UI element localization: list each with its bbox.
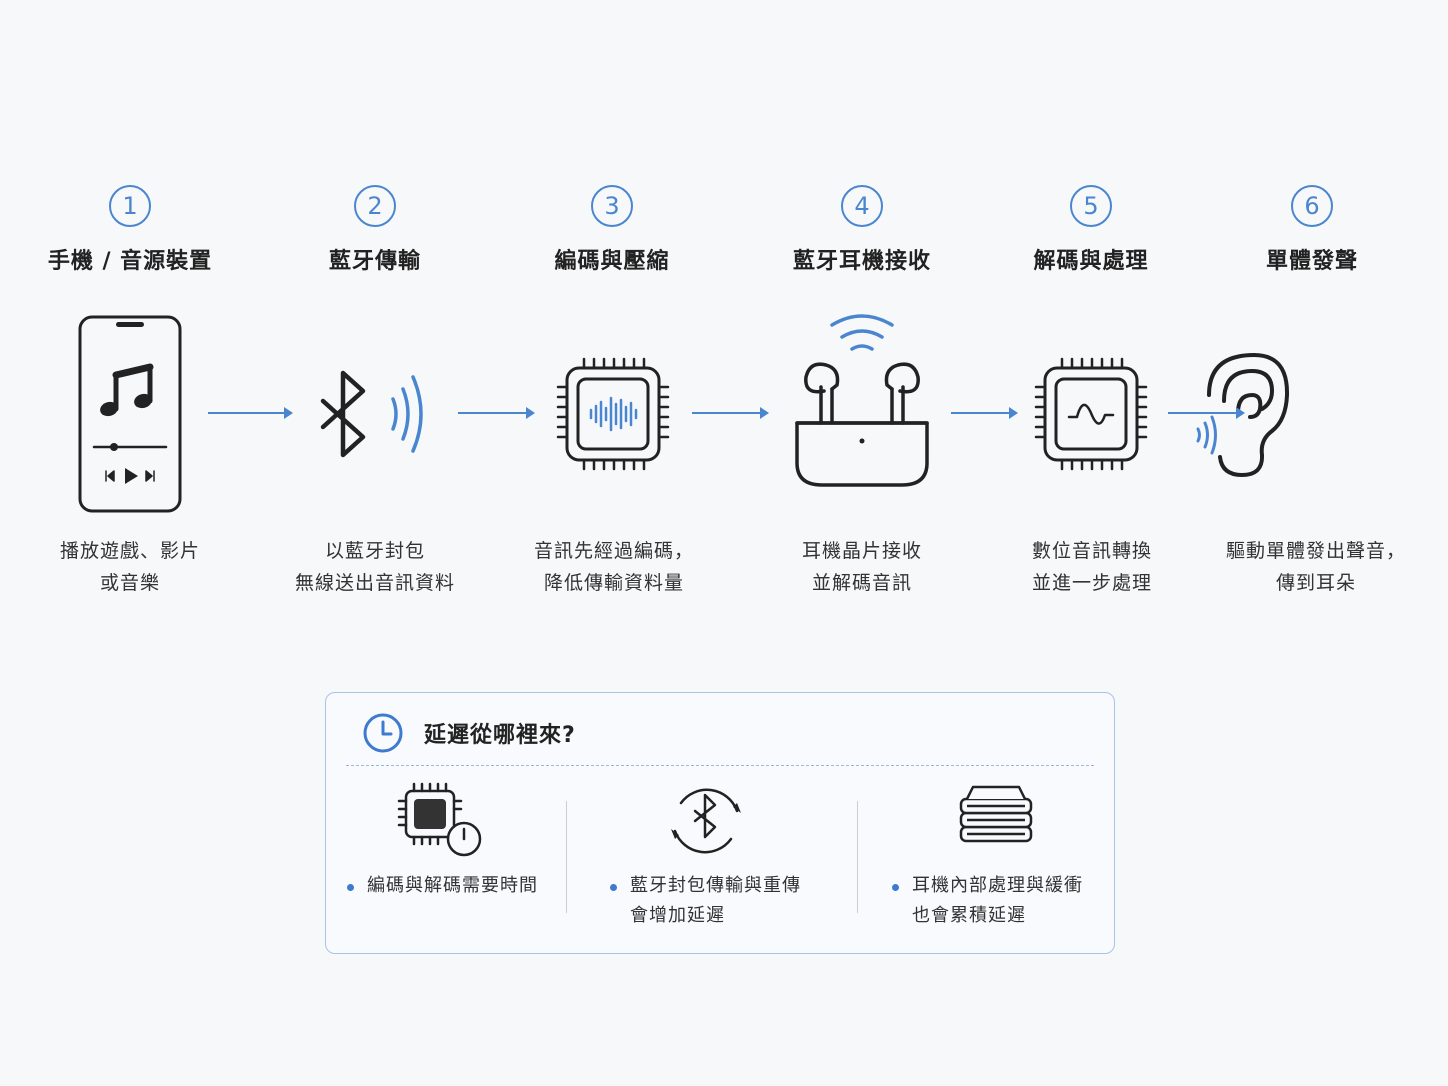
arrow-right-icon <box>208 407 293 419</box>
clock-icon <box>363 713 403 753</box>
step-title: 手機 / 音源裝置 <box>47 249 213 274</box>
reason-line: 藍牙封包傳輸與重傳 <box>630 875 801 896</box>
step-4: 4 藍牙耳機接收 <box>742 185 982 275</box>
step-number: 2 <box>354 185 396 227</box>
column-separator <box>857 801 858 913</box>
desc-line: 傳到耳朵 <box>1275 572 1356 594</box>
latency-reason: 藍牙封包傳輸與重傳 會增加延遲 <box>610 871 801 931</box>
bullet-icon <box>347 884 354 891</box>
step-title: 藍牙傳輸 <box>328 249 421 274</box>
desc-line: 音訊先經過編碼， <box>533 540 694 562</box>
reason-line: 耳機內部處理與緩衝 <box>912 875 1083 896</box>
latency-reason: 耳機內部處理與緩衝 也會累積延遲 <box>892 871 1083 931</box>
chip-clock-icon <box>397 782 482 857</box>
reason-line: 編碼與解碼需要時間 <box>367 875 538 896</box>
desc-line: 降低傳輸資料量 <box>543 572 684 594</box>
column-separator <box>566 801 567 913</box>
latency-reason: 編碼與解碼需要時間 <box>347 871 538 901</box>
step-number: 5 <box>1070 185 1112 227</box>
bluetooth-signal-icon <box>295 305 455 525</box>
step-6: 6 單體發聲 <box>1192 185 1432 275</box>
arrow-right-icon <box>458 407 535 419</box>
arrow-right-icon <box>951 407 1018 419</box>
bullet-icon <box>892 884 899 891</box>
arrow-right-icon <box>1168 407 1245 419</box>
step-description: 驅動單體發出聲音， 傳到耳朵 <box>1206 535 1426 599</box>
ear-icon <box>1196 305 1392 525</box>
step-description: 播放遊戲、影片 或音樂 <box>20 535 240 599</box>
dsp-chip-icon <box>1011 305 1171 525</box>
step-number: 4 <box>841 185 883 227</box>
dashed-divider <box>346 765 1094 766</box>
step-description: 以藍牙封包 無線送出音訊資料 <box>265 535 485 599</box>
step-5: 5 解碼與處理 <box>971 185 1211 275</box>
bluetooth-retransmit-icon <box>671 788 741 854</box>
desc-line: 並進一步處理 <box>1031 572 1152 594</box>
step-title: 藍牙耳機接收 <box>792 249 931 274</box>
step-number: 1 <box>109 185 151 227</box>
latency-title: 延遲從哪裡來? <box>424 723 576 748</box>
desc-line: 以藍牙封包 <box>324 540 425 562</box>
step-number: 3 <box>591 185 633 227</box>
bullet-icon <box>610 884 617 891</box>
reason-line: 會增加延遲 <box>630 905 725 926</box>
desc-line: 數位音訊轉換 <box>1031 540 1152 562</box>
earbuds-case-icon <box>782 305 942 525</box>
audio-chip-icon <box>532 305 692 525</box>
buffer-stack-icon <box>959 785 1033 843</box>
step-description: 耳機晶片接收 並解碼音訊 <box>752 535 972 599</box>
step-number: 6 <box>1291 185 1333 227</box>
desc-line: 耳機晶片接收 <box>801 540 922 562</box>
step-description: 音訊先經過編碼， 降低傳輸資料量 <box>504 535 724 599</box>
step-description: 數位音訊轉換 並進一步處理 <box>982 535 1202 599</box>
reason-line: 也會累積延遲 <box>912 905 1026 926</box>
step-2: 2 藍牙傳輸 <box>255 185 495 275</box>
step-title: 單體發聲 <box>1265 249 1358 274</box>
step-3: 3 編碼與壓縮 <box>492 185 732 275</box>
step-1: 1 手機 / 音源裝置 <box>10 185 250 275</box>
desc-line: 並解碼音訊 <box>811 572 912 594</box>
desc-line: 驅動單體發出聲音， <box>1225 540 1406 562</box>
desc-line: 或音樂 <box>99 572 160 594</box>
step-title: 解碼與處理 <box>1033 249 1149 274</box>
desc-line: 無線送出音訊資料 <box>294 572 455 594</box>
latency-panel: 延遲從哪裡來? <box>325 692 1115 954</box>
latency-header: 延遲從哪裡來? <box>362 711 576 755</box>
step-title: 編碼與壓縮 <box>554 249 670 274</box>
desc-line: 播放遊戲、影片 <box>59 540 200 562</box>
phone-music-icon <box>50 305 210 525</box>
arrow-right-icon <box>692 407 769 419</box>
